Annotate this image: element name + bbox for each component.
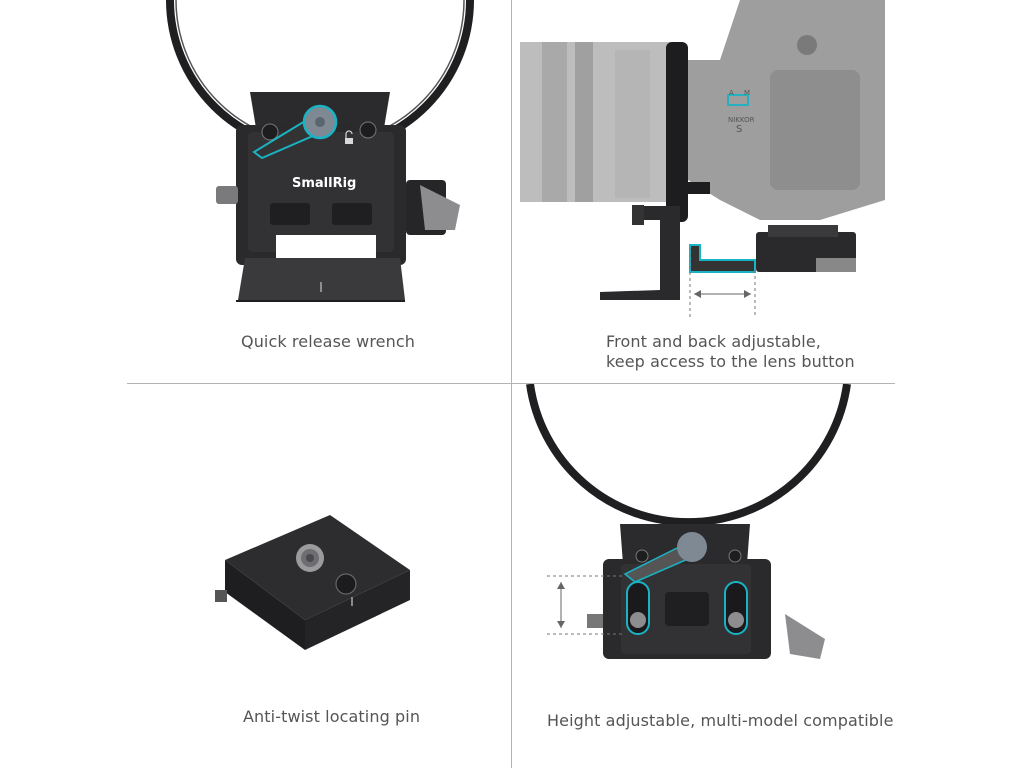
lens-switch-m: M bbox=[744, 89, 750, 97]
brand-logo-1: SmallRig bbox=[292, 176, 356, 191]
front-back-adjust-illustration: A M NIKKOR S bbox=[520, 0, 885, 318]
unlock-icon bbox=[345, 130, 353, 144]
arrow-double-horizontal-icon bbox=[694, 290, 751, 298]
lens-switch-a: A bbox=[729, 89, 734, 97]
height-adjust-illustration bbox=[526, 384, 851, 659]
caption-front-back: Front and back adjustable, keep access t… bbox=[606, 332, 855, 371]
caption-height-adjust: Height adjustable, multi-model compatibl… bbox=[547, 711, 894, 730]
lens-series-text: S bbox=[736, 124, 742, 135]
horizontal-divider bbox=[127, 383, 895, 384]
vertical-divider bbox=[511, 0, 512, 768]
anti-twist-pin-illustration bbox=[215, 515, 410, 650]
lens-model-text: NIKKOR bbox=[728, 116, 755, 124]
caption-anti-twist: Anti-twist locating pin bbox=[243, 707, 421, 726]
caption-quick-release: Quick release wrench bbox=[241, 332, 415, 351]
arrow-double-vertical-icon bbox=[557, 582, 565, 628]
quick-release-wrench-illustration: SmallRig bbox=[166, 0, 474, 302]
